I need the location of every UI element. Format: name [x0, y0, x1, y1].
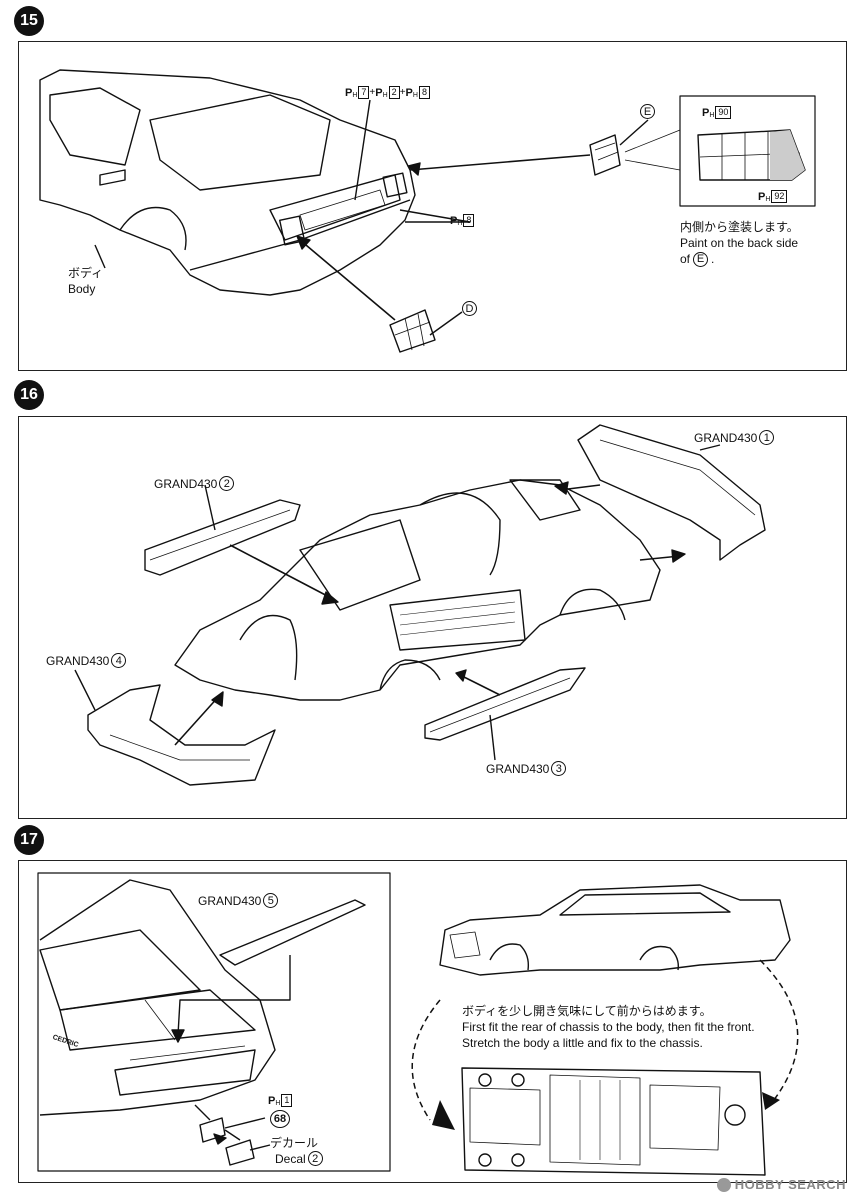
step-17-panel: [18, 860, 847, 1183]
step17-car-rear: [39, 879, 276, 1116]
instruction-en-1: First fit the rear of chassis to the bod…: [462, 1020, 755, 1034]
part-e-marker: E: [640, 104, 655, 119]
step17-chassis: [461, 1067, 766, 1176]
step17-full-car: [439, 884, 791, 976]
instruction-jp: ボディを少し開き気味にして前からはめます。: [462, 1004, 712, 1018]
step-17-badge: 17: [14, 825, 44, 855]
watermark: HOBBY SEARCH: [716, 1177, 846, 1192]
back-side-note-en: Paint on the back side: [680, 236, 799, 250]
decal-number: 68: [270, 1110, 290, 1128]
part-e-piece: [589, 134, 621, 176]
step15-car-drawing: [39, 69, 416, 296]
step-16-badge: 16: [14, 380, 44, 410]
step17-inset-left: [37, 872, 391, 1172]
instruction-en-2: Stretch the body a little and fix to the…: [462, 1036, 703, 1050]
step-16-panel: [18, 416, 847, 819]
inset-box: [679, 95, 816, 207]
part-d-piece: [389, 309, 436, 353]
body-label-en: Body: [68, 282, 96, 296]
watermark-logo-icon: [716, 1177, 731, 1192]
step-15-panel: [18, 41, 847, 371]
body-label-jp: ボディ: [68, 266, 104, 280]
step16-body-drawing: [174, 479, 661, 701]
decal-label-jp: デカール: [270, 1136, 319, 1150]
step-15-badge: 15: [14, 6, 44, 36]
part-d-marker: D: [462, 301, 477, 316]
back-side-note-jp: 内側から塗装します。: [680, 220, 799, 234]
